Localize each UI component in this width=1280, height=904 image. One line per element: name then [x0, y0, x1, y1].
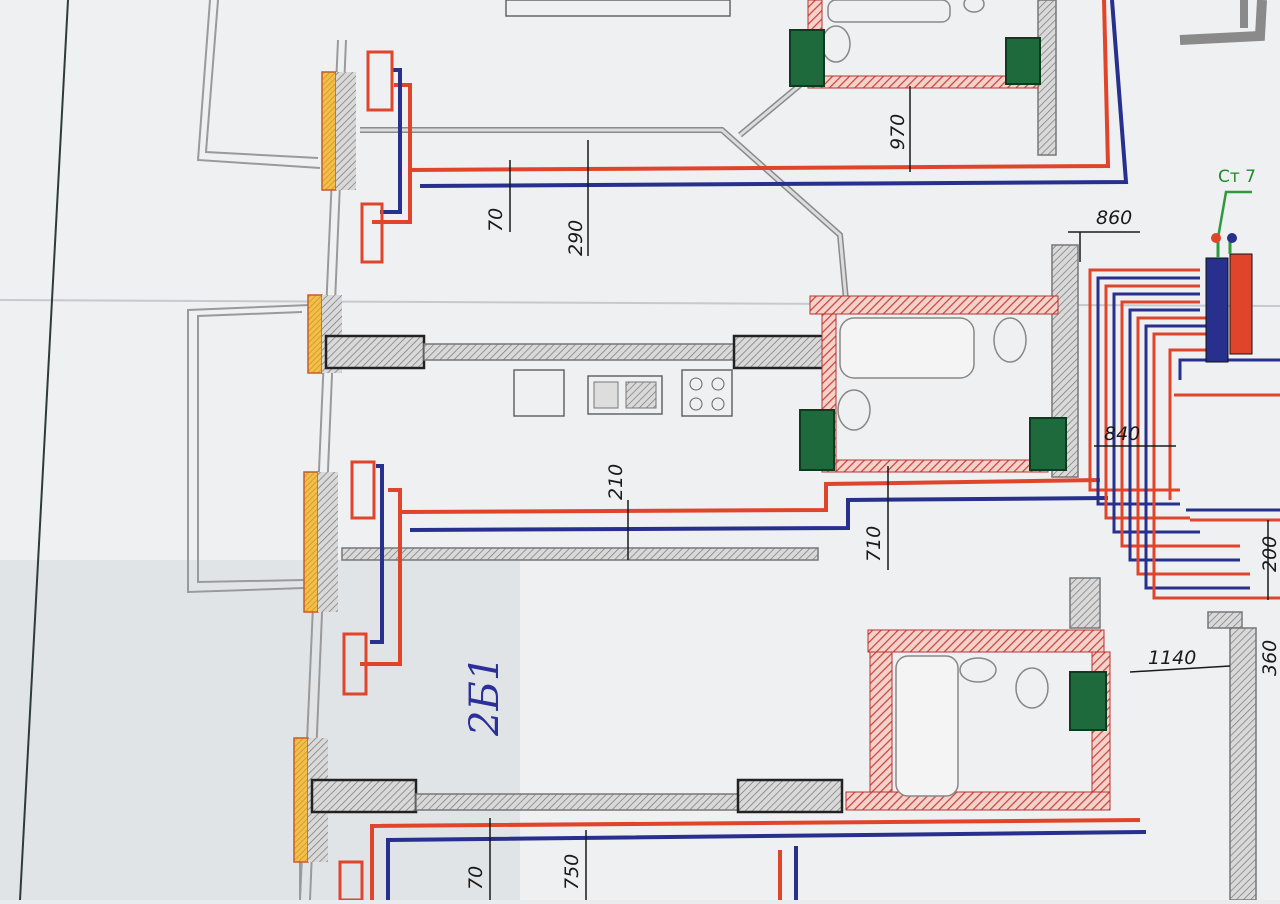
manifold-unit	[1205, 190, 1253, 363]
dimension-970: 970	[887, 114, 909, 150]
dimension-70-top: 70	[485, 208, 507, 232]
dimension-70-bottom: 70	[465, 866, 487, 890]
dimension-200: 200	[1259, 536, 1280, 572]
dimension-lines	[489, 86, 1269, 900]
bathroom-top	[789, 0, 1041, 89]
radiator-bottom	[293, 737, 309, 863]
kitchen-unit	[505, 0, 733, 417]
supply-pipes	[360, 0, 1141, 900]
wall-pier-top	[336, 72, 356, 190]
interior-partitions	[310, 0, 1267, 901]
exterior-wall	[293, 39, 356, 901]
bathroom-middle	[799, 295, 1067, 473]
photo-shadow	[0, 560, 520, 900]
dimension-840: 840	[1104, 423, 1140, 445]
dimension-710: 710	[863, 526, 885, 562]
dimension-360: 360	[1259, 640, 1280, 676]
sheet-edge-line	[19, 0, 69, 901]
radiator-top	[321, 71, 337, 191]
dimension-860: 860	[1096, 207, 1132, 229]
wall-pier-lower	[318, 472, 338, 612]
floor-heating-loops	[1088, 268, 1280, 600]
bathroom-lower	[845, 629, 1111, 811]
radiator-mid	[307, 294, 323, 374]
dimension-1140: 1140	[1148, 647, 1196, 669]
room-label: 2Б1	[462, 656, 508, 737]
dimension-210: 210	[605, 464, 627, 500]
dimension-750: 750	[561, 854, 583, 890]
riser-label: Ст 7	[1218, 167, 1256, 187]
dimension-290: 290	[565, 220, 587, 256]
radiator-lower	[303, 471, 319, 613]
return-pipes	[370, 0, 1147, 900]
